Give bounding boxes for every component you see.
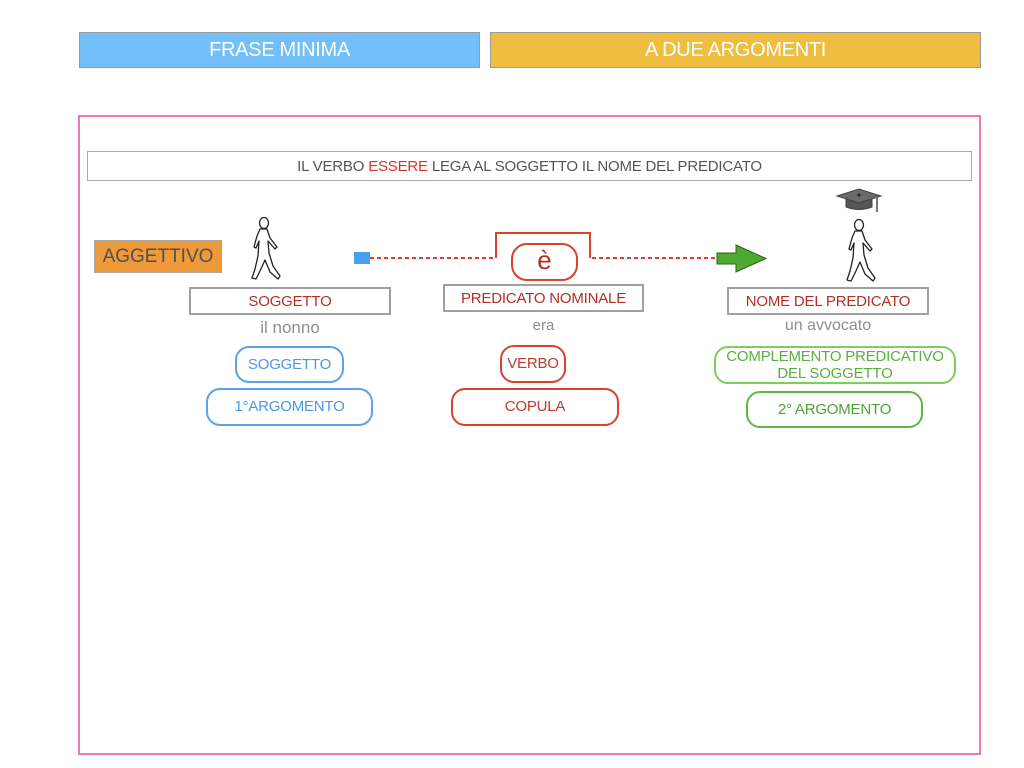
verbo-text: VERBO [507, 355, 559, 372]
arrow-right-icon [716, 244, 768, 273]
verbo-pill: VERBO [500, 345, 566, 383]
rule-highlight: ESSERE [368, 157, 428, 175]
header-left-title: FRASE MINIMA [209, 38, 350, 61]
nome-predicato-label: NOME DEL PREDICATO [745, 292, 911, 310]
subject-anchor-square [354, 252, 370, 264]
primo-argomento-pill: 1°ARGOMENTO [206, 388, 373, 426]
complemento-line1: COMPLEMENTO PREDICATIVO [726, 348, 944, 365]
rule-text-before: IL VERBO [297, 157, 365, 175]
soggetto-example: il nonno [260, 318, 320, 337]
header-right-title: A DUE ARGOMENTI [644, 38, 827, 61]
copula-bracket [495, 232, 591, 258]
predicato-nominale-box: PREDICATO NOMINALE [443, 284, 644, 312]
complemento-line2: DEL SOGGETTO [777, 365, 893, 382]
rule-text-after: LEGA AL SOGGETTO IL NOME DEL PREDICATO [431, 157, 762, 175]
predicato-label: PREDICATO NOMINALE [460, 289, 627, 307]
nome-predicato-example: un avvocato [784, 317, 872, 334]
soggetto-box: SOGGETTO [189, 287, 391, 315]
header-frase-minima: FRASE MINIMA [79, 32, 480, 68]
header-a-due-argomenti: A DUE ARGOMENTI [490, 32, 981, 68]
copula-e-pill: è [511, 243, 578, 281]
copula-pill: COPULA [451, 388, 619, 426]
connector-line [370, 257, 715, 259]
nome-del-predicato-box: NOME DEL PREDICATO [727, 287, 929, 315]
secondo-argomento-text: 2° ARGOMENTO [777, 400, 892, 418]
primo-argomento-text: 1°ARGOMENTO [234, 398, 345, 415]
aggettivo-label: AGGETTIVO [94, 240, 222, 273]
graduation-cap-icon [835, 188, 883, 212]
copula-symbol: è [537, 245, 552, 275]
copula-text: COPULA [504, 398, 566, 415]
soggetto-role-text: SOGGETTO [247, 355, 332, 373]
diagram-frame [78, 115, 981, 755]
soggetto-role-pill: SOGGETTO [235, 346, 344, 383]
complemento-text: COMPLEMENTO PREDICATIVO DEL SOGGETTO [726, 348, 944, 382]
walking-person-icon [251, 216, 281, 280]
rule-banner: IL VERBO ESSERE LEGA AL SOGGETTO IL NOME… [87, 151, 972, 181]
predicato-example: era [532, 317, 555, 334]
walking-person-icon-right [846, 218, 876, 282]
soggetto-label: SOGGETTO [248, 292, 332, 310]
secondo-argomento-pill: 2° ARGOMENTO [746, 391, 923, 428]
aggettivo-text: AGGETTIVO [102, 245, 214, 267]
complemento-predicativo-pill: COMPLEMENTO PREDICATIVO DEL SOGGETTO [714, 346, 956, 384]
